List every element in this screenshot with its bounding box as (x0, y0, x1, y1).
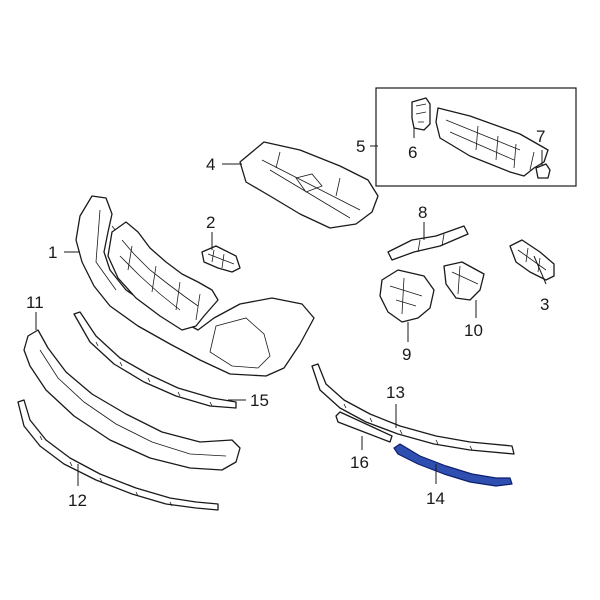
part-16-small-strip[interactable] (335, 411, 393, 443)
callout-3: 3 (540, 295, 549, 314)
callout-1: 1 (48, 243, 57, 262)
callout-5: 5 (356, 137, 365, 156)
callout-16: 16 (350, 453, 369, 472)
part-6-clip[interactable] (411, 97, 431, 131)
part-11-lower-valance[interactable] (23, 329, 241, 471)
callout-9: 9 (402, 345, 411, 364)
callout-2: 2 (206, 213, 215, 232)
callout-4: 4 (206, 155, 215, 174)
part-2-bracket[interactable] (201, 245, 241, 273)
callout-6: 6 (408, 143, 417, 162)
part-9-corner-bracket[interactable] (379, 269, 435, 323)
part-10-corner-bracket[interactable] (443, 261, 485, 301)
part-3-bracket[interactable] (509, 239, 555, 281)
callout-15: 15 (250, 391, 269, 410)
callout-7: 7 (536, 127, 545, 146)
callout-8: 8 (418, 203, 427, 222)
part-5-bracket[interactable] (435, 107, 549, 177)
callout-11: 11 (26, 293, 44, 312)
leader-lines (35, 128, 547, 486)
part-1-grille-frame[interactable] (107, 221, 219, 331)
callout-12: 12 (68, 491, 87, 510)
part-14-lower-trim-highlighted[interactable] (393, 443, 513, 487)
part-12-trim-strip[interactable] (17, 399, 219, 511)
part-13-trim-strip[interactable] (311, 363, 515, 455)
inset-box-part-5 (375, 87, 577, 187)
callouts: 1 2 3 4 5 6 7 8 9 10 11 12 13 14 15 16 (26, 127, 549, 510)
callout-10: 10 (464, 321, 483, 340)
part-8-strip[interactable] (387, 225, 469, 261)
part-7-clip[interactable] (535, 163, 551, 179)
callout-14: 14 (426, 489, 445, 508)
part-4-upper-cover[interactable] (239, 141, 379, 229)
part-15-molding[interactable] (73, 311, 237, 409)
callout-13: 13 (386, 383, 405, 402)
